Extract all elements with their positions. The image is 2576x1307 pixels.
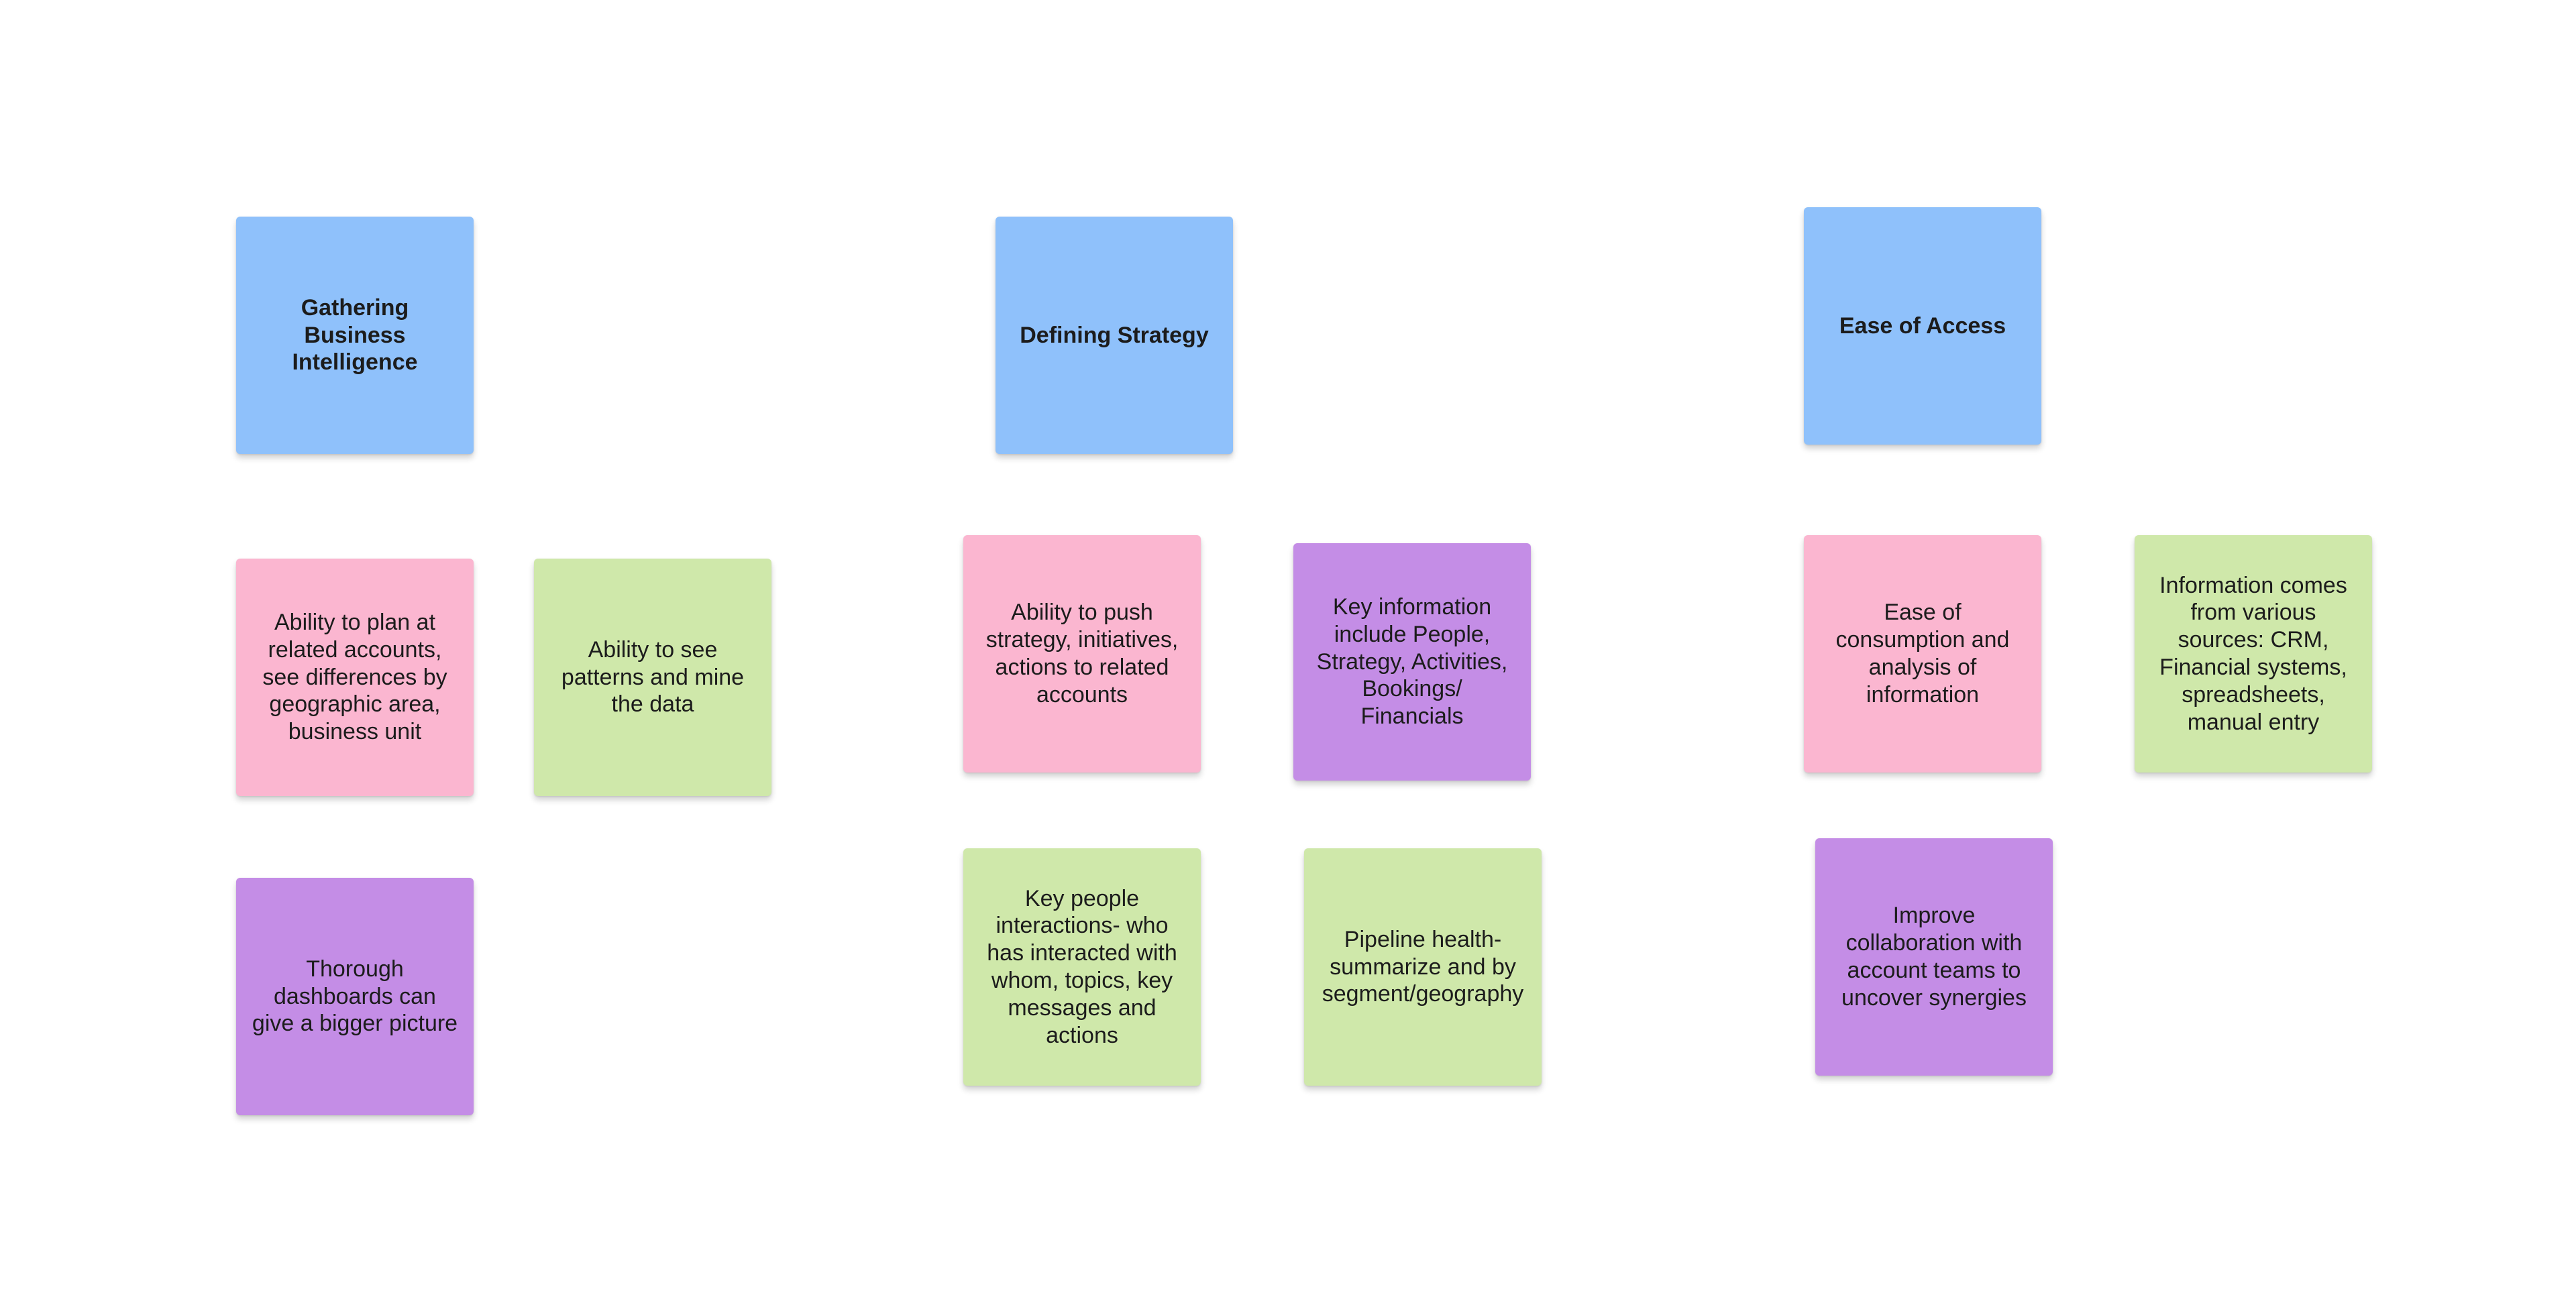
sticky-note-defining-strategy[interactable]: Defining Strategy [996, 217, 1233, 454]
sticky-note-text: Pipeline health- summarize and by segmen… [1322, 926, 1524, 1007]
sticky-note-text: Ability to see patterns and mine the dat… [561, 636, 745, 718]
sticky-note-text: Ease of Access [1839, 312, 2006, 339]
sticky-note-text: Gathering Business Intelligence [292, 294, 418, 376]
sticky-note-see-patterns[interactable]: Ability to see patterns and mine the dat… [534, 559, 771, 796]
sticky-note-text: Ability to plan at related accounts, see… [262, 610, 447, 745]
sticky-note-text: Defining Strategy [1020, 322, 1209, 348]
sticky-note-pipeline-health[interactable]: Pipeline health- summarize and by segmen… [1304, 848, 1542, 1086]
sticky-note-text: Information comes from various sources: … [2159, 572, 2347, 735]
sticky-note-information-sources[interactable]: Information comes from various sources: … [2135, 535, 2372, 773]
sticky-note-ease-of-consumption[interactable]: Ease of consumption and analysis of info… [1804, 535, 2041, 773]
sticky-note-improve-collaboration[interactable]: Improve collaboration with account teams… [1815, 838, 2053, 1076]
sticky-note-gathering-business-intelligence[interactable]: Gathering Business Intelligence [236, 217, 474, 454]
sticky-note-text: Key people interactions- who has interac… [987, 885, 1177, 1048]
sticky-note-thorough-dashboards[interactable]: Thorough dashboards can give a bigger pi… [236, 878, 474, 1115]
sticky-note-key-information[interactable]: Key information include People, Strategy… [1293, 543, 1531, 781]
sticky-note-key-people-interactions[interactable]: Key people interactions- who has interac… [963, 848, 1201, 1086]
sticky-note-text: Ability to push strategy, initiatives, a… [985, 600, 1179, 707]
sticky-note-text: Key information include People, Strategy… [1316, 594, 1508, 730]
sticky-note-plan-related-accounts[interactable]: Ability to plan at related accounts, see… [236, 559, 474, 796]
sticky-note-ease-of-access[interactable]: Ease of Access [1804, 207, 2041, 445]
sticky-note-push-strategy[interactable]: Ability to push strategy, initiatives, a… [963, 535, 1201, 773]
sticky-note-text: Thorough dashboards can give a bigger pi… [252, 956, 458, 1037]
sticky-note-text: Improve collaboration with account teams… [1841, 903, 2027, 1011]
sticky-note-text: Ease of consumption and analysis of info… [1835, 600, 2010, 707]
